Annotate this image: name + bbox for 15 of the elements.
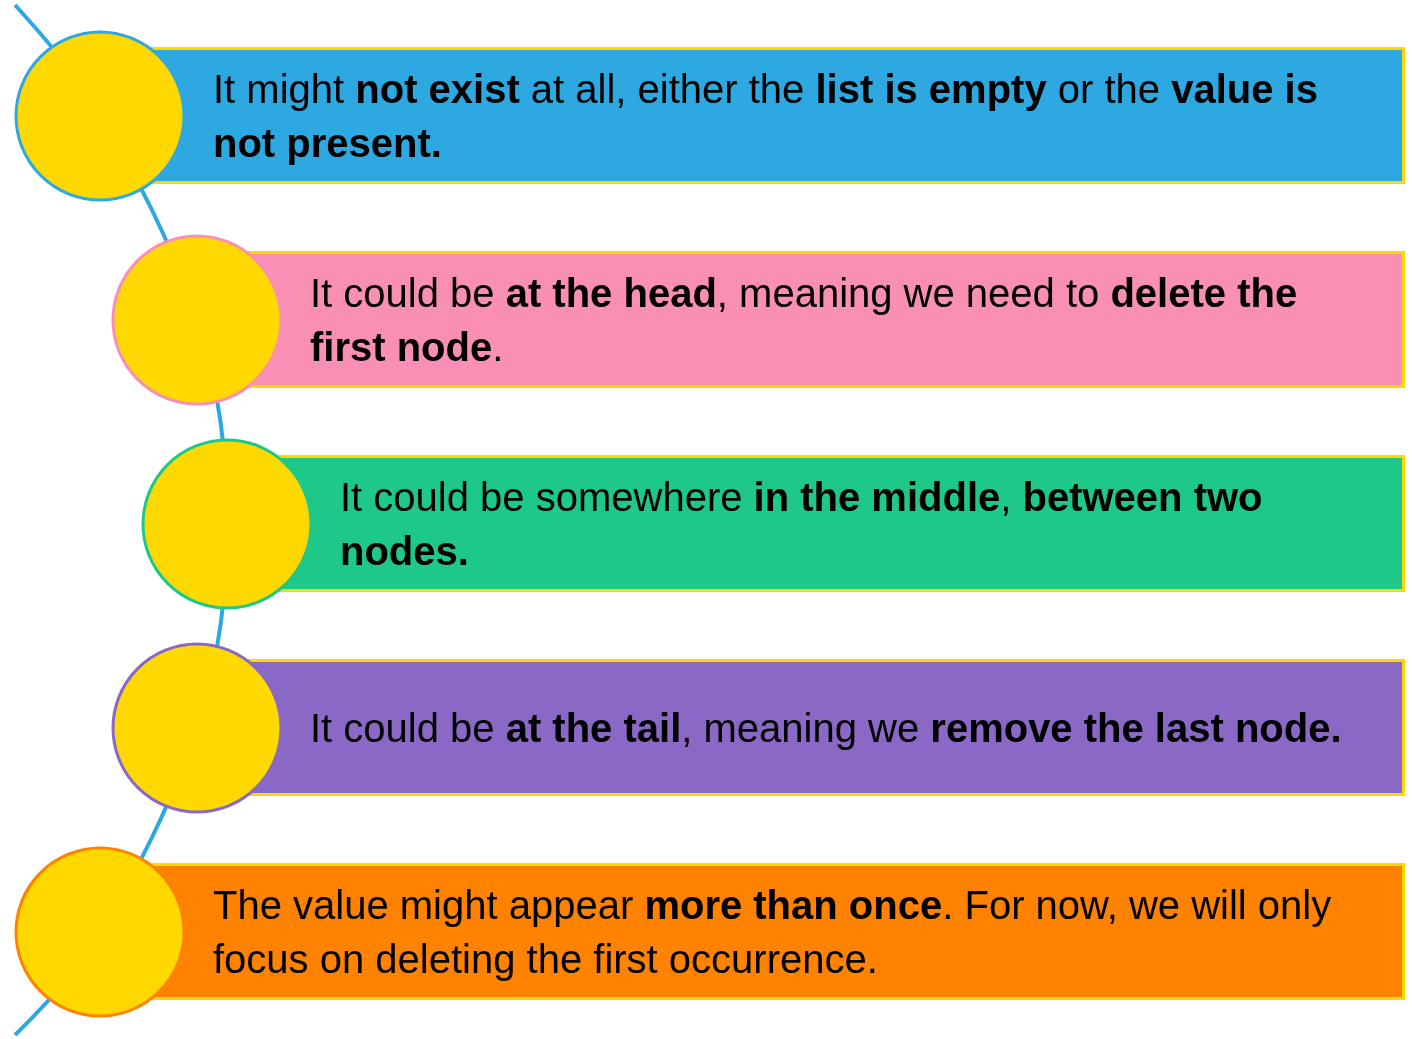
banner-text: It could be at the tail, meaning we remove the last node.	[310, 704, 1342, 752]
circle-marker	[141, 437, 313, 610]
circle-marker	[111, 233, 283, 406]
banner-text: It could be somewhere in the middle, between two nodes.	[340, 473, 1264, 575]
text-banner	[148, 47, 1405, 184]
banner-text: It could be at the head, meaning we need to delete the first node.	[310, 269, 1299, 371]
circle-marker	[111, 641, 283, 814]
circle-marker	[14, 845, 186, 1018]
circle-marker	[14, 29, 186, 202]
banner-text: The value might appear more than once. For now, we will only focus on deleting the first occurrence.	[213, 881, 1333, 983]
text-banner	[275, 455, 1405, 592]
text-banner	[245, 251, 1405, 388]
text-banner	[148, 863, 1405, 1000]
text-banner	[245, 659, 1405, 796]
banner-text: It might not exist at all, either the list is empty or the value is not present.	[213, 65, 1319, 167]
